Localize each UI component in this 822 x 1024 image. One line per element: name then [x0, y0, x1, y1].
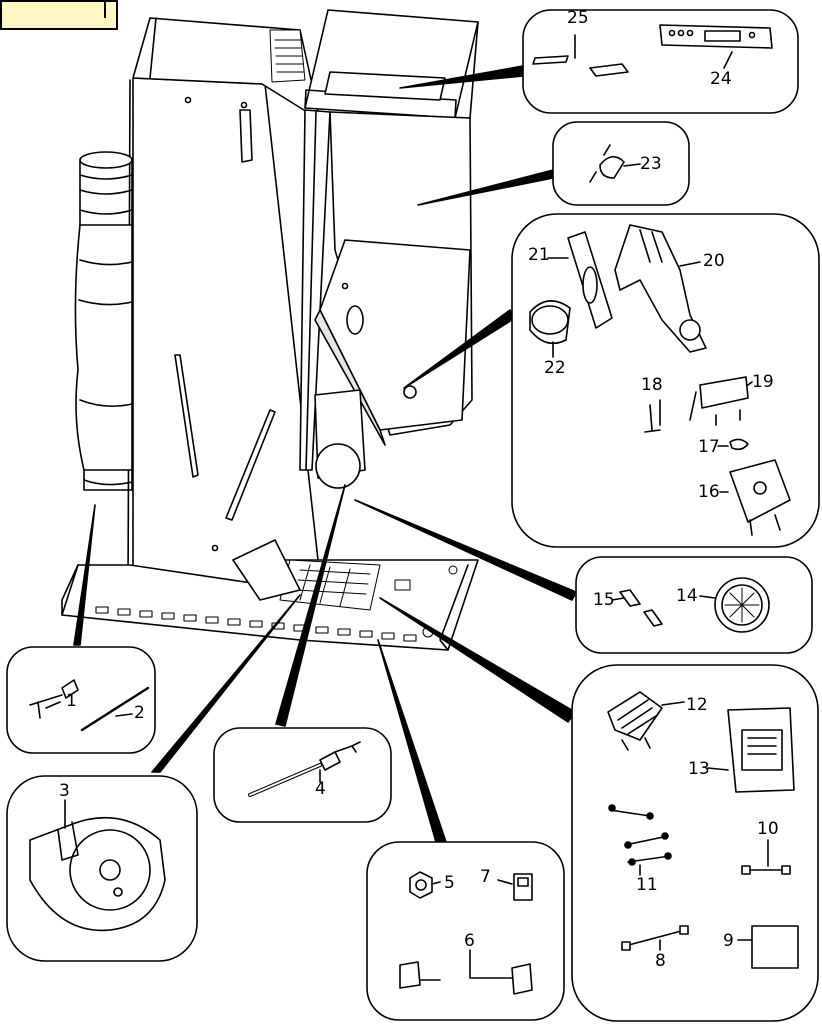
part-2-rod: [80, 686, 150, 732]
callout-14: 14: [676, 586, 698, 606]
callout-labels: 1 2 3 4 5 6 7 8 9 10 11 12 13 14 15 16 1…: [59, 8, 779, 971]
group-16-22: [511, 213, 820, 548]
callout-10: 10: [757, 819, 779, 839]
part-6-valve-left: [399, 961, 421, 989]
part-25-connector-a: [532, 55, 569, 65]
exhaust-opening: [315, 443, 361, 489]
left-side-panel: [132, 77, 319, 591]
front-column: [299, 109, 331, 471]
base-electronics: [279, 559, 458, 638]
leader-to-4: [275, 484, 346, 727]
part-8-cable: [624, 929, 686, 947]
group-23: [552, 121, 690, 206]
display-window: [324, 71, 446, 101]
part-6-valve-right: [511, 963, 533, 995]
part-23-sensor: [599, 155, 625, 179]
group-1-2: [6, 646, 156, 754]
group-4: [213, 727, 392, 823]
callout-20: 20: [703, 251, 725, 271]
latch: [239, 109, 253, 163]
group-24-25: [522, 9, 799, 114]
group-3: [6, 775, 198, 962]
callout-8: 8: [655, 951, 666, 971]
diagram-tab-marker: [0, 0, 118, 30]
callout-17: 17: [698, 437, 720, 457]
part-19-bracket: [699, 376, 749, 409]
part-17-nut: [729, 438, 749, 451]
callout-22: 22: [544, 358, 566, 378]
leader-lines: [73, 65, 577, 843]
side-bracket-a: [174, 354, 199, 478]
part-25-connector-b: [589, 63, 629, 77]
callout-2: 2: [134, 703, 145, 723]
part-16-fan-block: [729, 459, 791, 523]
callout-11: 11: [636, 875, 658, 895]
vent-grille: [269, 29, 306, 83]
callout-1: 1: [66, 691, 77, 711]
callout-21: 21: [528, 245, 550, 265]
part-1-probe: [29, 679, 79, 706]
leader-to-1-2: [73, 504, 96, 646]
callout-15: 15: [593, 590, 615, 610]
callout-9: 9: [723, 931, 734, 951]
callout-7: 7: [480, 867, 491, 887]
part-5-nut: [409, 871, 433, 899]
group-8-13: [571, 664, 819, 1022]
callout-13: 13: [688, 759, 710, 779]
callout-23: 23: [640, 154, 662, 174]
part-20-igniter-assembly: [614, 224, 707, 353]
stove-body: [61, 9, 479, 651]
part-15-clip-a: [619, 589, 641, 607]
part-18-screw: [644, 404, 661, 433]
flue-pipe: [74, 151, 133, 491]
callout-16: 16: [698, 482, 720, 502]
leader-to-14-15: [354, 499, 577, 601]
side-bracket-b: [225, 409, 276, 521]
callout-19: 19: [752, 372, 774, 392]
leader-to-12-13: [379, 597, 576, 723]
callout-3: 3: [59, 781, 70, 801]
group-5-7: [366, 841, 565, 1021]
base-wedge: [232, 539, 301, 601]
group-14-15: [575, 556, 813, 654]
base-slots: [95, 606, 417, 642]
callout-4: 4: [315, 779, 326, 799]
callout-24: 24: [710, 69, 732, 89]
callout-12: 12: [686, 695, 708, 715]
part-15-clip-b: [643, 609, 663, 627]
chamber-port: [346, 305, 364, 335]
leader-to-3: [151, 594, 301, 773]
callout-18: 18: [641, 375, 663, 395]
callout-6: 6: [464, 931, 475, 951]
combustion-chamber: [319, 239, 471, 431]
top-control-box: [304, 9, 479, 119]
part-9-cover: [751, 925, 799, 969]
callout-25: 25: [567, 8, 589, 28]
callout-5: 5: [444, 873, 455, 893]
